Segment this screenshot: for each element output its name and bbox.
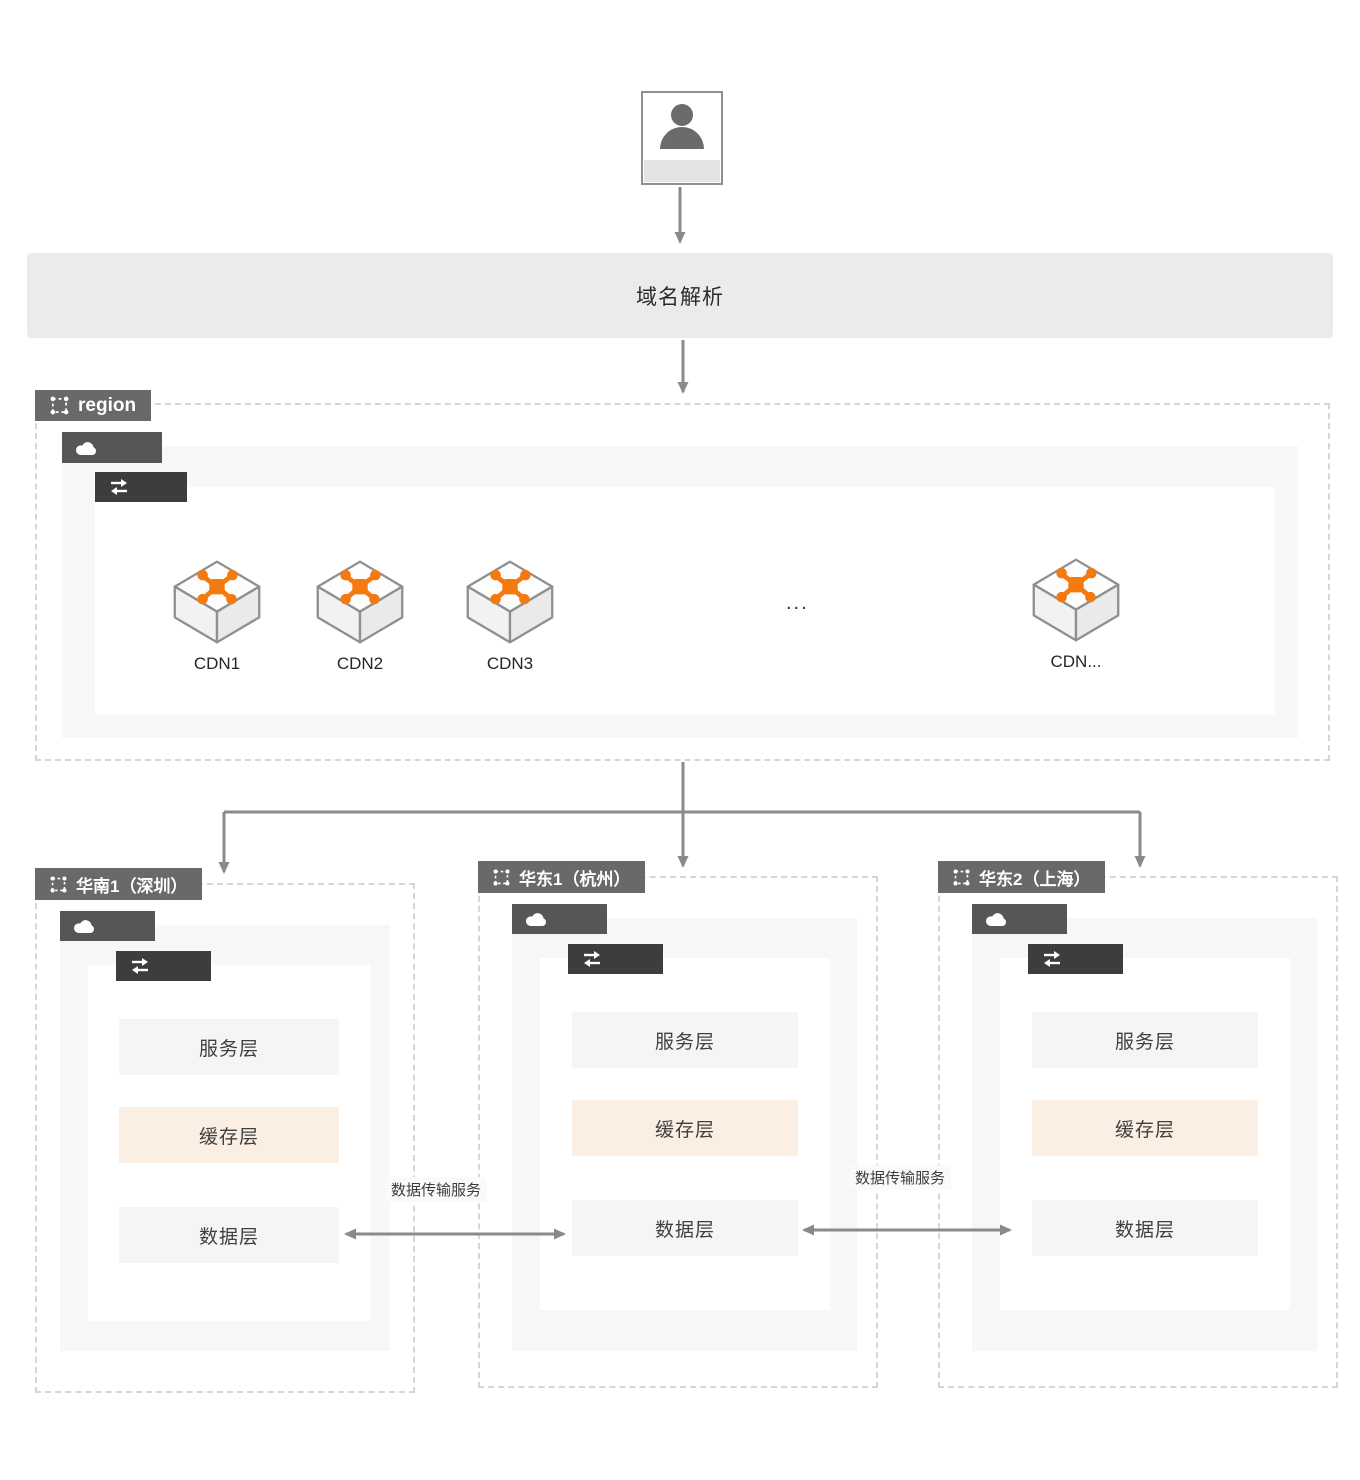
cdn-cube-icon: [173, 560, 261, 644]
user-icon: [660, 104, 704, 149]
region-cloud-tag: [972, 904, 1067, 934]
cdn-node-label: CDN2: [336, 654, 384, 673]
data-transfer-label-left: 数据传输服务: [385, 1177, 488, 1202]
region-label: 华东1（杭州）: [519, 869, 631, 889]
cdn-node-2: CDN2: [308, 557, 412, 674]
region-transfer-tag: [95, 472, 187, 502]
layer-label: 服务层: [1114, 1031, 1175, 1053]
user-node-base: [644, 160, 720, 182]
cdn-cube-icon: [1032, 558, 1120, 642]
cloud-icon: [76, 441, 96, 455]
dns-resolution-label: 域名解析: [636, 285, 724, 309]
layer-label: 数据层: [1114, 1219, 1175, 1241]
region-frame-icon: [953, 869, 970, 885]
data-transfer-icon: [111, 479, 127, 495]
layer-service: 服务层: [1031, 1012, 1259, 1068]
cdn-node-3: CDN3: [458, 557, 562, 674]
layer-data: 数据层: [1031, 1200, 1259, 1256]
data-transfer-icon: [1044, 951, 1060, 967]
region-frame-icon: [50, 876, 67, 892]
user-node: [641, 91, 723, 185]
data-transfer-icon: [584, 951, 600, 967]
region-tag-huadong2: 华东2（上海）: [938, 861, 1106, 893]
cloud-icon: [74, 920, 94, 934]
region-box-huadong1: [478, 876, 878, 1388]
layer-label: 缓存层: [198, 1126, 259, 1148]
cdn-node-label: CDN3: [486, 654, 534, 673]
region-frame-icon: [50, 396, 69, 415]
layer-label: 服务层: [198, 1038, 259, 1060]
cdn-node-1: CDN1: [165, 557, 269, 674]
region-label: 华东2（上海）: [979, 869, 1091, 889]
data-transfer-label-right: 数据传输服务: [849, 1165, 952, 1190]
layer-data: 数据层: [571, 1200, 799, 1256]
region-group-box: [35, 403, 1330, 761]
region-inner-panel: 服务层 缓存层 数据层: [540, 958, 830, 1310]
layer-cache: 缓存层: [1031, 1100, 1259, 1156]
region-tag-huanan1: 华南1（深圳）: [35, 868, 203, 900]
dns-resolution-bar: 域名解析: [27, 253, 1333, 338]
cdn-node-label: CDN...: [1050, 652, 1102, 671]
data-transfer-icon: [132, 958, 148, 974]
cdn-cube-icon: [316, 560, 404, 644]
cdn-cube-icon: [466, 560, 554, 644]
region-group-label: region: [78, 394, 137, 416]
layer-label: 数据层: [198, 1226, 259, 1248]
layer-label: 服务层: [654, 1031, 715, 1053]
layer-service: 服务层: [571, 1012, 799, 1068]
region-cloud-tag: [62, 432, 162, 463]
cdn-ellipsis: ...: [786, 592, 809, 614]
layer-service: 服务层: [119, 1019, 339, 1075]
layer-label: 缓存层: [654, 1119, 715, 1141]
layer-cache: 缓存层: [571, 1100, 799, 1156]
region-transfer-tag: [116, 951, 211, 981]
region-cloud-tag: [60, 911, 155, 941]
region-transfer-tag: [568, 944, 663, 974]
region-label: 华南1（深圳）: [76, 876, 188, 896]
cloud-icon: [986, 913, 1006, 927]
layer-data: 数据层: [119, 1207, 339, 1263]
region-tag-huadong1: 华东1（杭州）: [478, 861, 646, 893]
cloud-icon: [526, 913, 546, 927]
region-group-tag: region: [35, 390, 152, 421]
region-inner-panel: 服务层 缓存层 数据层: [1000, 958, 1290, 1310]
layer-cache: 缓存层: [119, 1107, 339, 1163]
region-transfer-tag: [1028, 944, 1123, 974]
region-box-huanan1: [35, 883, 415, 1393]
layer-label: 缓存层: [1114, 1119, 1175, 1141]
region-inner-panel: 服务层 缓存层 数据层: [88, 965, 370, 1321]
region-frame-icon: [493, 869, 510, 885]
region-box-huadong2: [938, 876, 1338, 1388]
cdn-node-n: CDN...: [1024, 555, 1128, 672]
layer-label: 数据层: [654, 1219, 715, 1241]
region-cloud-tag: [512, 904, 607, 934]
cdn-node-label: CDN1: [193, 654, 241, 673]
